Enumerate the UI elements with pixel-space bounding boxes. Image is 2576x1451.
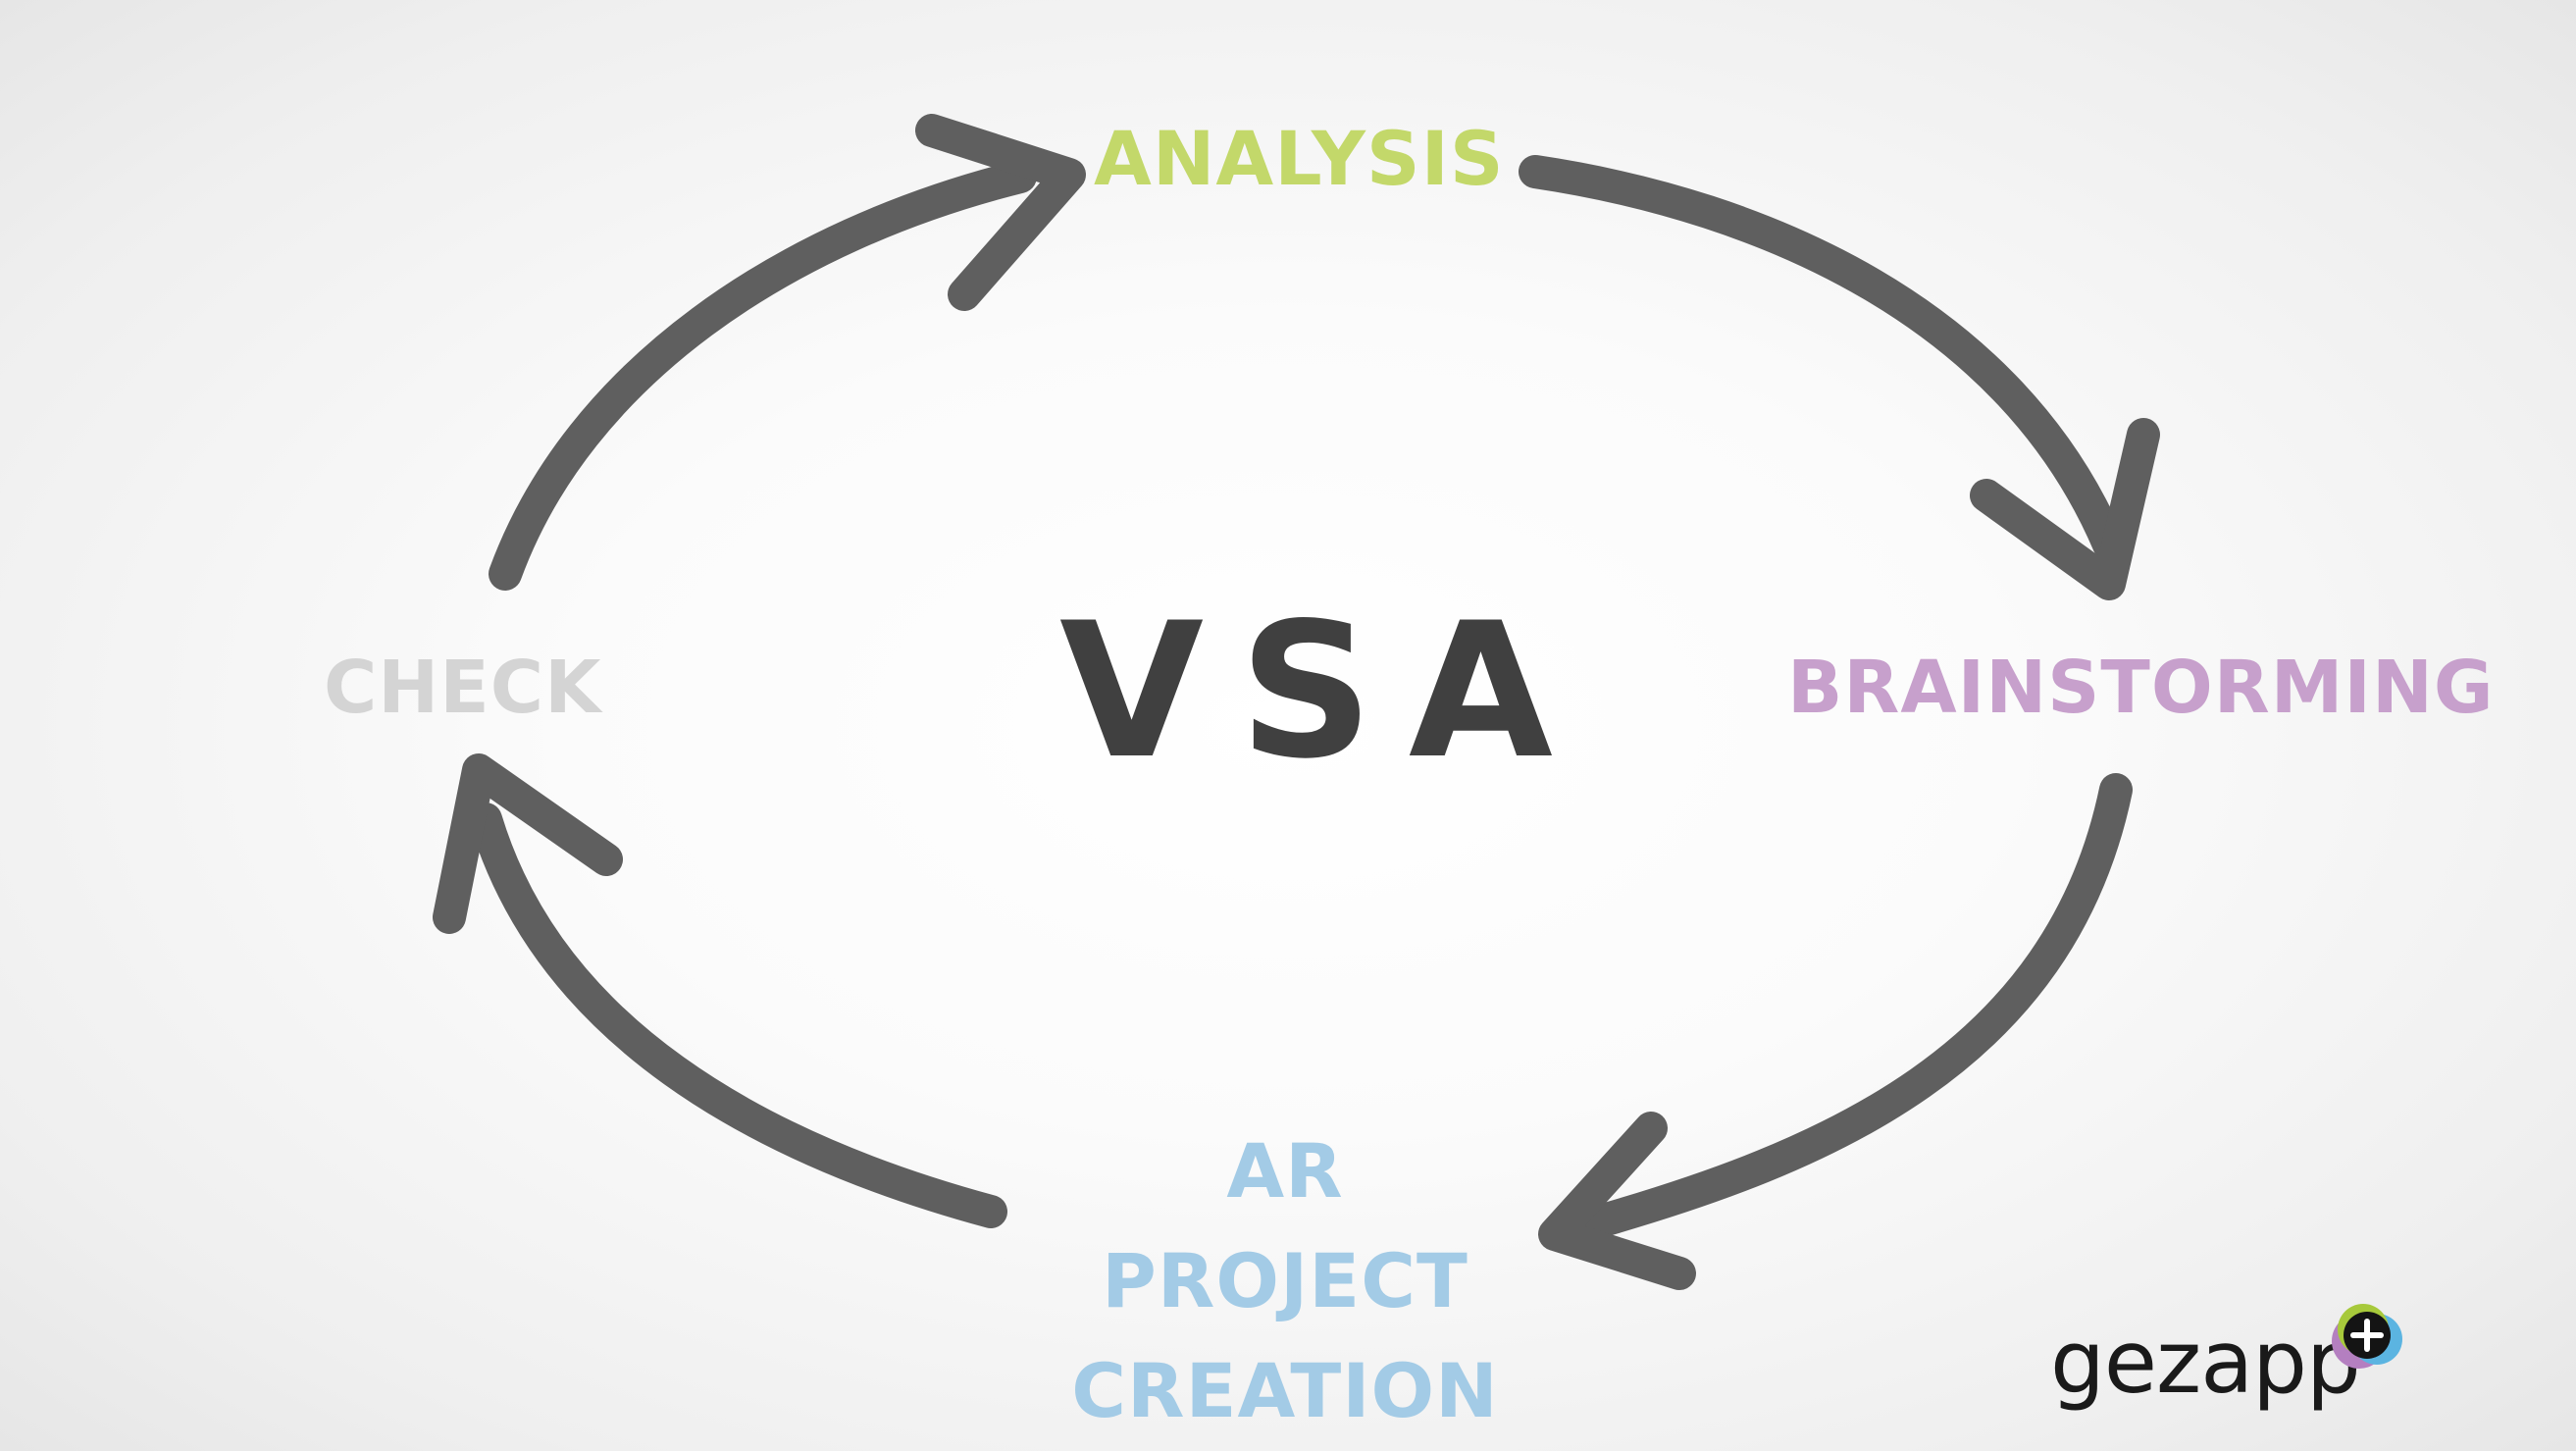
step-check-label: CHECK [324,646,602,730]
plus-icon [2332,1304,2402,1369]
step-brainstorming-label: BRAINSTORMING [1787,646,2495,730]
arrow-brainstorming-to-ar [1538,773,2133,1290]
step-analysis-label: ANALYSIS [1094,115,1505,202]
gezapp-logo: gezapp [2050,1300,2413,1427]
step-ar-project-line2: CREATION [1071,1347,1499,1434]
arrow-check-to-analysis [489,114,1086,591]
diagram-title: VSA [1059,583,1588,800]
arrow-ar-to-check [433,753,1007,1228]
logo-wordmark: gezapp [2050,1312,2361,1413]
step-ar-project-line1: AR PROJECT [1102,1127,1468,1324]
arrow-analysis-to-brainstorming [1519,155,2160,600]
step-ar-project-creation-label: AR PROJECT CREATION [1040,1116,1530,1446]
